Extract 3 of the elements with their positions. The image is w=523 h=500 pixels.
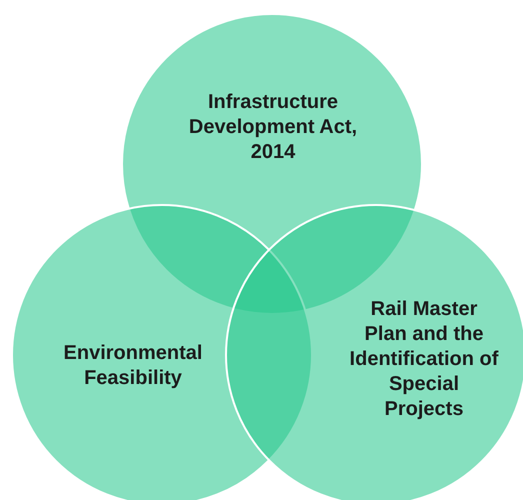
circle-label: Environmental Feasibility — [62, 341, 204, 391]
circle-label: Rail Master Plan and the Identification of Special Projects — [349, 297, 499, 422]
circle-label: Infrastructure Development Act, 2014 — [188, 90, 358, 165]
